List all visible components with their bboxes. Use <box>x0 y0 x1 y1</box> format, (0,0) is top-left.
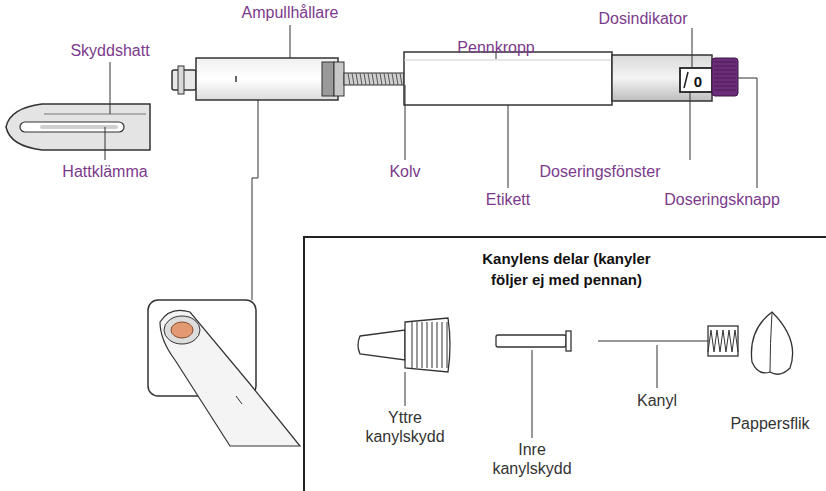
parts-panel: Kanylens delar (kanyler följer ej med pe… <box>303 236 826 491</box>
needle-parts <box>358 312 793 374</box>
part-label: Kolv <box>389 162 420 181</box>
part-label: Pappersflik <box>730 414 809 433</box>
part-label: Doseringsknapp <box>664 190 780 209</box>
dose-digit: 0 <box>694 72 702 91</box>
cartridge-inset <box>148 300 300 446</box>
part-label: Yttre kanylskydd <box>355 408 455 446</box>
part-label: Skyddshatt <box>70 41 149 60</box>
part-label: Inre kanylskydd <box>482 440 582 478</box>
part-label: Hattklämma <box>62 162 147 181</box>
part-label: Doseringsfönster <box>540 162 661 181</box>
panel-heading: Kanylens delar (kanyler följer ej med pe… <box>432 248 702 290</box>
part-label: Pennkropp <box>457 38 534 57</box>
part-label: Etikett <box>486 190 530 209</box>
pen <box>172 52 738 105</box>
part-label: Dosindikator <box>599 9 688 28</box>
part-label: Kanyl <box>637 391 677 410</box>
part-label: Ampullhållare <box>242 3 339 22</box>
cap <box>6 104 150 150</box>
